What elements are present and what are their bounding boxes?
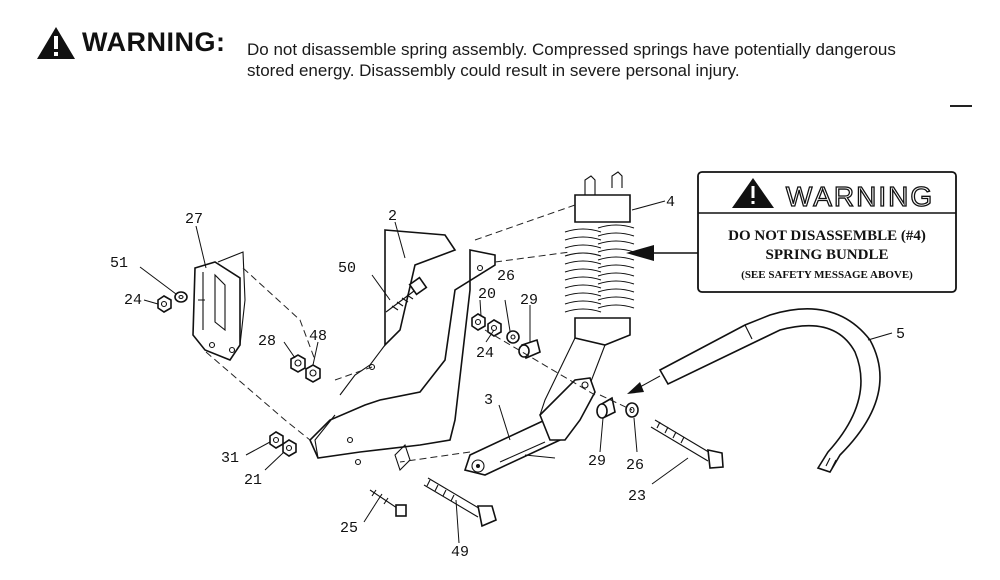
- callout-24-left: 24: [124, 292, 142, 309]
- header-message: Do not disassemble spring assembly. Comp…: [247, 39, 967, 81]
- header-message-line1: Do not disassemble spring assembly. Comp…: [247, 40, 896, 59]
- callout-3: 3: [484, 392, 493, 409]
- sign-title: WARNING: [786, 181, 934, 212]
- sign-warning-triangle-icon: [732, 178, 774, 208]
- callout-23: 23: [628, 488, 646, 505]
- callout-26-bottom: 26: [626, 457, 644, 474]
- sign-line2: SPRING BUNDLE: [766, 247, 889, 263]
- callout-29-top: 29: [520, 292, 538, 309]
- part-5-shank: [658, 308, 881, 473]
- callout-26-top: 26: [497, 268, 515, 285]
- spring-coils: [564, 224, 635, 313]
- callout-27: 27: [185, 211, 203, 228]
- divider: [950, 105, 972, 107]
- callout-29-bottom: 29: [588, 453, 606, 470]
- callout-2: 2: [388, 208, 397, 225]
- callout-31: 31: [221, 450, 239, 467]
- header-title: WARNING:: [82, 27, 226, 57]
- callout-50: 50: [338, 260, 356, 277]
- callouts: 27 51 24 2 50 28 48 31 21 25 49 26 20 29…: [110, 194, 905, 561]
- callout-4: 4: [666, 194, 675, 211]
- callout-49: 49: [451, 544, 469, 561]
- callout-24-mid: 24: [476, 345, 494, 362]
- callout-20: 20: [478, 286, 496, 303]
- callout-5: 5: [896, 326, 905, 343]
- part-23-bolt: [650, 419, 724, 469]
- part-25-bolt: [369, 489, 407, 517]
- part-27-bracket: [192, 251, 246, 361]
- part-50-bolt: [385, 276, 428, 313]
- assembly-lines: [205, 204, 633, 463]
- sign-line1: DO NOT DISASSEMBLE (#4): [728, 228, 926, 244]
- warning-triangle-icon: [37, 27, 75, 59]
- part-3-arm: [463, 377, 596, 476]
- header-warning: WARNING:: [36, 26, 225, 60]
- callout-48: 48: [309, 328, 327, 345]
- callout-25: 25: [340, 520, 358, 537]
- sign-line3: (SEE SAFETY MESSAGE ABOVE): [741, 269, 913, 281]
- leader-lines: [139, 200, 893, 544]
- sign-pointer-arrow: [626, 245, 698, 261]
- callout-28: 28: [258, 333, 276, 350]
- callout-51: 51: [110, 255, 128, 272]
- part-4-spring-bundle: [539, 171, 635, 416]
- part-49-bolt: [423, 477, 497, 528]
- header-message-line2: stored energy. Disassembly could result …: [247, 61, 740, 80]
- callout-21: 21: [244, 472, 262, 489]
- safety-sign: WARNING DO NOT DISASSEMBLE (#4) SPRING B…: [697, 171, 957, 293]
- part-2-frame: [309, 229, 496, 472]
